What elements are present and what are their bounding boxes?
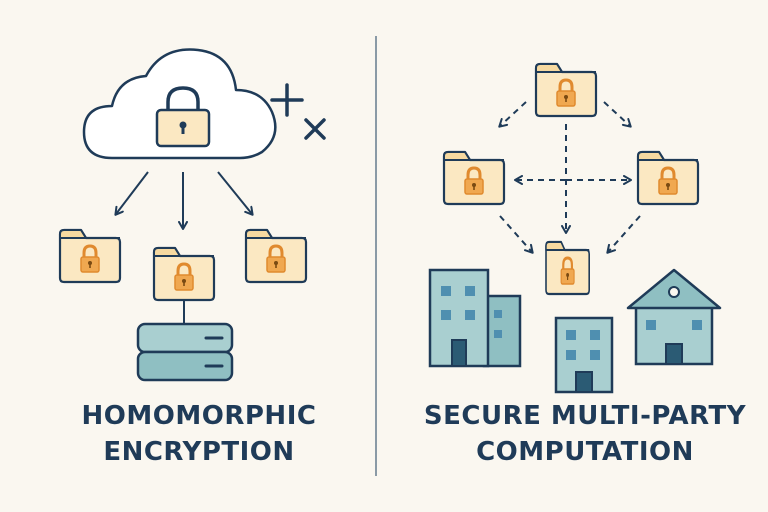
folder-lock-icon (442, 150, 506, 206)
server-icon (136, 322, 234, 382)
times-icon (304, 118, 326, 140)
caption-line: ENCRYPTION (103, 437, 295, 467)
folder-lock-icon (152, 246, 216, 302)
caption-line: HOMOMORPHIC (81, 401, 317, 431)
building-icon (428, 268, 522, 368)
folder-lock-icon (544, 240, 591, 296)
building-icon (554, 316, 614, 394)
house-icon (626, 268, 722, 366)
folder-lock-icon (636, 150, 700, 206)
padlock-icon (155, 86, 211, 148)
folder-lock-icon (534, 62, 598, 118)
plus-icon (270, 83, 304, 117)
arrow-right (217, 171, 254, 216)
homomorphic-encryption-caption: HOMOMORPHIC ENCRYPTION (34, 398, 364, 470)
caption-line: SECURE MULTI-PARTY (423, 401, 747, 431)
folder-lock-icon (58, 228, 122, 284)
arrow-left (114, 171, 149, 216)
folder-lock-icon (244, 228, 308, 284)
caption-line: COMPUTATION (476, 437, 694, 467)
cloud-icon (82, 48, 277, 160)
dashed-arrow-icon (498, 101, 641, 254)
secure-multi-party-computation-caption: SECURE MULTI-PARTY COMPUTATION (400, 398, 768, 470)
